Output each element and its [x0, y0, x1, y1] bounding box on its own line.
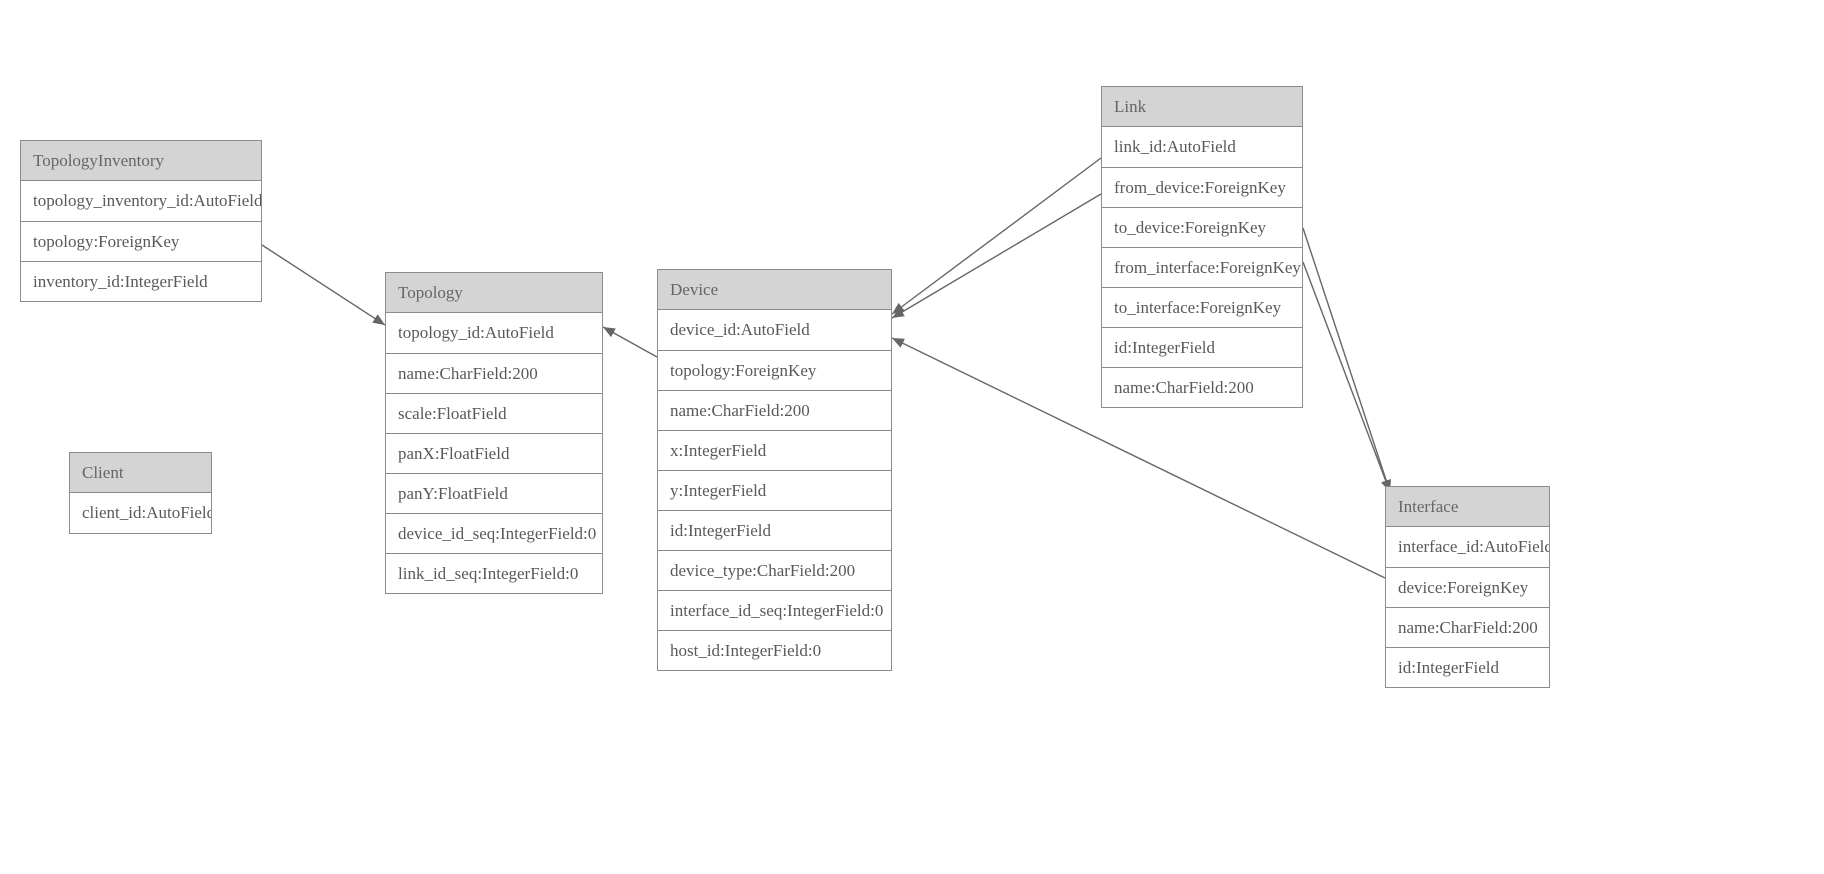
entity-field: name:CharField:200	[386, 353, 602, 393]
relationship-edge: Link.to_interface -> Interface	[1302, 261, 1391, 493]
entity-field: to_device:ForeignKey	[1102, 207, 1302, 247]
entity-field-list: client_id:AutoField	[70, 493, 211, 533]
entity-field: from_device:ForeignKey	[1102, 167, 1302, 207]
entity-field: x:IntegerField	[658, 430, 891, 470]
entity-field: id:IntegerField	[1386, 647, 1549, 687]
entity-field: panX:FloatField	[386, 433, 602, 473]
entity-title-topology_inventory: TopologyInventory	[21, 141, 261, 181]
entity-field: id:IntegerField	[1102, 327, 1302, 367]
entity-field: topology:ForeignKey	[658, 350, 891, 390]
entity-field: panY:FloatField	[386, 473, 602, 513]
entity-field: scale:FloatField	[386, 393, 602, 433]
entity-field: topology_inventory_id:AutoField	[21, 181, 261, 221]
entity-field: name:CharField:200	[658, 390, 891, 430]
relationship-edge: Link.from_device -> Device	[891, 157, 1102, 315]
entity-field: device:ForeignKey	[1386, 567, 1549, 607]
entity-field: interface_id:AutoField	[1386, 527, 1549, 567]
entity-title-device: Device	[658, 270, 891, 310]
entity-field: name:CharField:200	[1386, 607, 1549, 647]
entity-title-topology: Topology	[386, 273, 602, 313]
relationship-edge: Link.to_device -> Device	[891, 193, 1102, 319]
entity-field: device_id_seq:IntegerField:0	[386, 513, 602, 553]
entity-field: from_interface:ForeignKey	[1102, 247, 1302, 287]
entity-field: to_interface:ForeignKey	[1102, 287, 1302, 327]
relationship-edge: Device.topology -> Topology	[602, 326, 658, 358]
entity-field: topology_id:AutoField	[386, 313, 602, 353]
entity-title-link: Link	[1102, 87, 1302, 127]
entity-field: interface_id_seq:IntegerField:0	[658, 590, 891, 630]
entity-title-client: Client	[70, 453, 211, 493]
entity-field: link_id_seq:IntegerField:0	[386, 553, 602, 593]
relationship-edge: TopologyInventory.topology -> Topology	[261, 244, 386, 326]
entity-field: host_id:IntegerField:0	[658, 630, 891, 670]
entity-title-interface: Interface	[1386, 487, 1549, 527]
entity-field: client_id:AutoField	[70, 493, 211, 533]
entity-field: link_id:AutoField	[1102, 127, 1302, 167]
entity-field: inventory_id:IntegerField	[21, 261, 261, 301]
relationship-edge: Link.from_interface -> Interface	[1302, 227, 1391, 493]
entity-field: id:IntegerField	[658, 510, 891, 550]
entity-field: device_id:AutoField	[658, 310, 891, 350]
entity-field: name:CharField:200	[1102, 367, 1302, 407]
entity-field: y:IntegerField	[658, 470, 891, 510]
entity-field: device_type:CharField:200	[658, 550, 891, 590]
entity-field: topology:ForeignKey	[21, 221, 261, 261]
